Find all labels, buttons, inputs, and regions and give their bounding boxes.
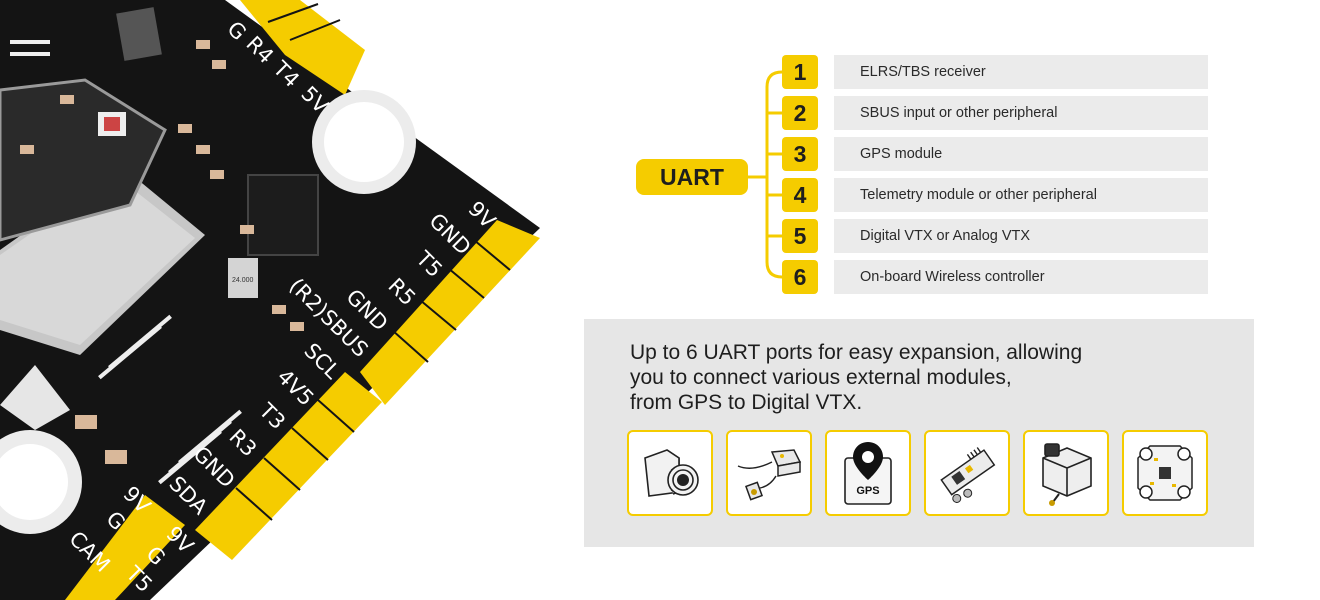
port-description-3: GPS module xyxy=(834,137,1208,171)
camera-icon-card xyxy=(627,430,713,516)
uart-label: UART xyxy=(636,159,748,195)
port-number-3: 3 xyxy=(782,137,818,171)
pad-strip-top xyxy=(240,0,365,95)
receiver-icon xyxy=(940,447,996,503)
port-description-6: On-board Wireless controller xyxy=(834,260,1208,294)
camera-icon xyxy=(644,449,699,497)
vtx-module-icon xyxy=(737,449,802,501)
telemetry-module-icon-card xyxy=(1023,430,1109,516)
port-description-5: Digital VTX or Analog VTX xyxy=(834,219,1208,253)
vtx-module-icon-card xyxy=(726,430,812,516)
port-description-2: SBUS input or other peripheral xyxy=(834,96,1208,130)
pad-strip-right xyxy=(360,220,540,405)
pad-strip-bottom-left xyxy=(65,495,185,600)
pad-strip-bottom xyxy=(195,372,382,560)
receiver-icon-card xyxy=(924,430,1010,516)
port-number-2: 2 xyxy=(782,96,818,130)
wireless-controller-icon-card xyxy=(1122,430,1208,516)
crystal-label: 24.000 xyxy=(232,277,254,284)
port-number-4: 4 xyxy=(782,178,818,212)
port-number-1: 1 xyxy=(782,55,818,89)
description-line: you to connect various external modules, xyxy=(630,366,1012,389)
port-description-1: ELRS/TBS receiver xyxy=(834,55,1208,89)
port-number-6: 6 xyxy=(782,260,818,294)
wireless-controller-icon xyxy=(1137,445,1193,501)
port-number-5: 5 xyxy=(782,219,818,253)
port-description-4: Telemetry module or other peripheral xyxy=(834,178,1208,212)
uart-connector-tree xyxy=(746,70,784,279)
gps-icon: GPS xyxy=(844,442,892,505)
gps-module-icon-card: GPS xyxy=(825,430,911,516)
expansion-description: Up to 6 UART ports for easy expansion, a… xyxy=(630,340,1190,415)
flight-controller-board-illustration: 24.000 G R4 T4 5V 9V GND T5 R5 GND (R2)S… xyxy=(0,0,540,600)
telemetry-module-icon xyxy=(1042,443,1092,506)
gps-text: GPS xyxy=(856,485,879,497)
description-line: from GPS to Digital VTX. xyxy=(630,391,863,414)
description-line: Up to 6 UART ports for easy expansion, a… xyxy=(630,341,1083,364)
